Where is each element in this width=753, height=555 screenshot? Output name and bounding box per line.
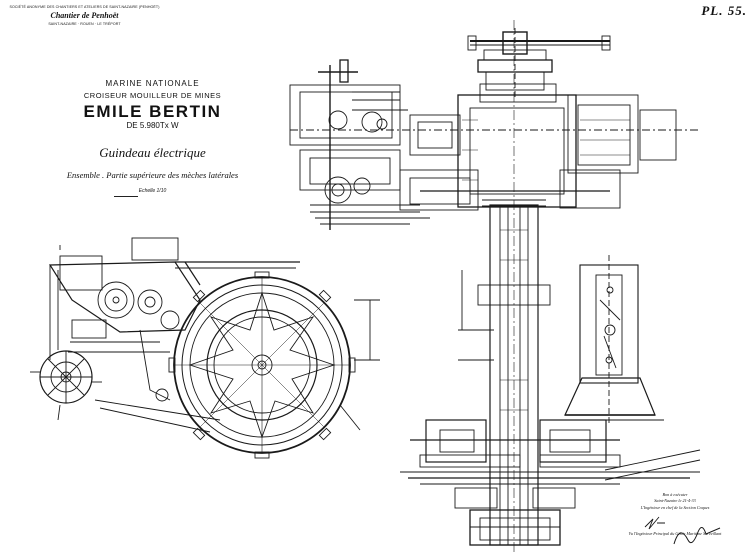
plate-number: PL. 55. xyxy=(701,3,747,18)
initials-icon xyxy=(644,516,665,530)
title-line-2: CROISEUR MOUILLEUR DE MINES xyxy=(83,91,222,100)
capstan-head xyxy=(467,28,611,100)
shipyard-subline: SAINT-NAZAIRE · ROUEN · LE TRÉPORT xyxy=(48,22,121,26)
vertical-shaft xyxy=(458,20,551,552)
scale-underline xyxy=(114,196,138,197)
drawing-subject: Guindeau électrique xyxy=(99,145,206,160)
signature-icon xyxy=(673,527,721,545)
drawing-detail: Ensemble . Partie supérieure des mèches … xyxy=(66,170,239,180)
shipyard-name: Chantier de Penhoët xyxy=(50,11,119,20)
brake-lever-detail xyxy=(556,255,664,425)
approval-line-2: Saint-Nazaire le 21-4-33 xyxy=(654,498,696,503)
approval-line-3: L'Ingénieur en chef de la Section Coques xyxy=(640,505,710,510)
lower-housing xyxy=(400,419,701,546)
approval-line-4: Vu l'Ingénieur Principal du Génie Mariti… xyxy=(628,531,722,536)
drawing-scale: Echelle 1/10 xyxy=(138,188,167,194)
capstan-side-view xyxy=(30,237,380,459)
upper-gear-housing xyxy=(289,59,700,230)
hatching-detail xyxy=(462,119,630,411)
displacement: DE 5.980Tx W xyxy=(126,121,179,130)
approval-line-1: Bon à exécuter xyxy=(662,492,688,497)
ship-name: EMILE BERTIN xyxy=(83,102,222,121)
title-line-1: MARINE NATIONALE xyxy=(105,79,200,88)
society-line: SOCIÉTÉ ANONYME DES CHANTIERS ET ATELIER… xyxy=(9,5,160,9)
